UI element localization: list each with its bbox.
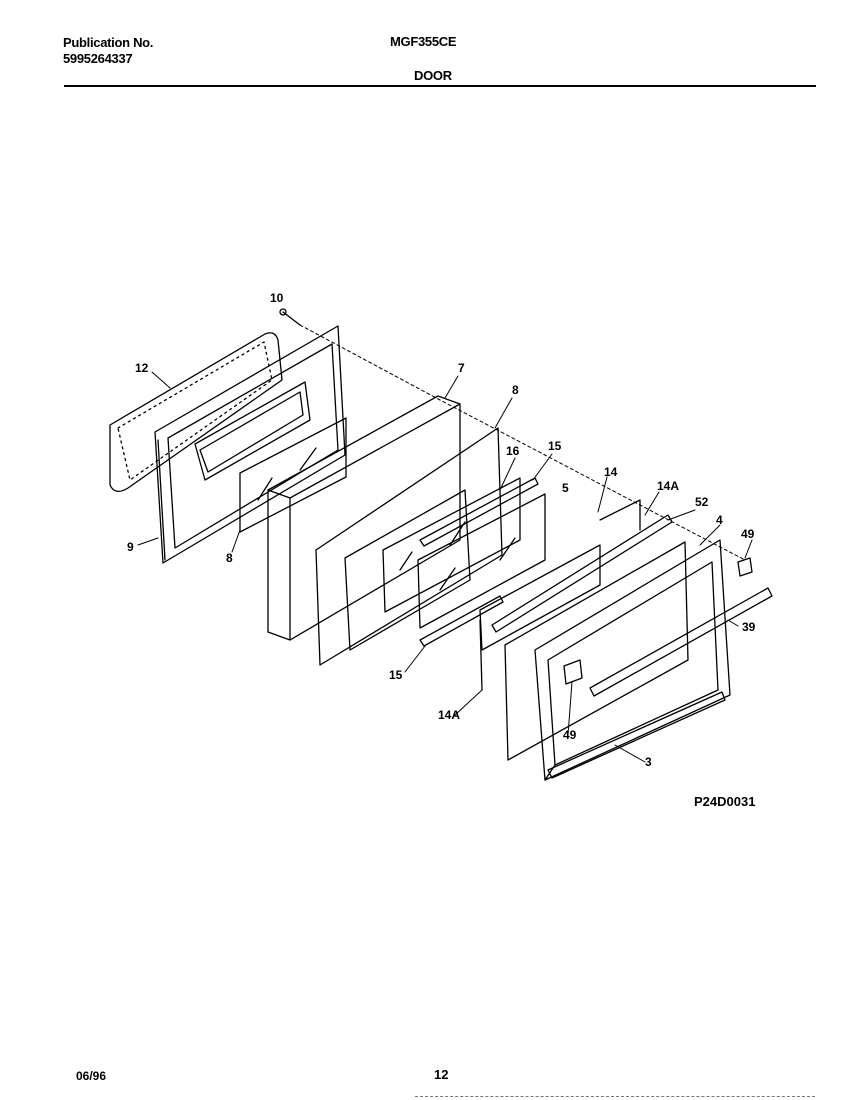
clip-part-15-top bbox=[419, 477, 539, 547]
glass-part-5 bbox=[417, 493, 546, 629]
footer-rule bbox=[415, 1096, 815, 1097]
callout-15-lower: 15 bbox=[389, 668, 403, 682]
screw-part-10 bbox=[279, 308, 301, 326]
page-number: 12 bbox=[434, 1067, 449, 1082]
callout-12: 12 bbox=[135, 361, 149, 375]
gasket-part-12 bbox=[109, 332, 283, 492]
callout-16: 16 bbox=[506, 444, 520, 458]
spacer-part-14A bbox=[479, 499, 641, 691]
insulation-part-7 bbox=[267, 395, 461, 641]
callout-8-lower: 8 bbox=[226, 551, 233, 565]
leader-lines bbox=[137, 371, 753, 763]
inner-panel-part-8-right bbox=[315, 427, 503, 666]
publication-number: 5995264337 bbox=[63, 51, 133, 66]
bottom-trim-part-3 bbox=[547, 691, 726, 779]
header-rule bbox=[64, 85, 816, 87]
inner-liner-part-9 bbox=[154, 325, 346, 564]
section-title: DOOR bbox=[414, 68, 452, 83]
callout-14A-upper: 14A bbox=[657, 479, 679, 493]
diagram-code: P24D0031 bbox=[694, 794, 756, 809]
callout-39: 39 bbox=[742, 620, 756, 634]
door-handle bbox=[589, 587, 773, 697]
callout-49-upper: 49 bbox=[741, 527, 755, 541]
footer-date: 06/96 bbox=[76, 1069, 107, 1083]
callout-3: 3 bbox=[645, 755, 652, 769]
callout-15-upper: 15 bbox=[548, 439, 562, 453]
panel-part-14 bbox=[479, 544, 601, 651]
callout-9: 9 bbox=[127, 540, 134, 554]
callout-4: 4 bbox=[716, 513, 723, 527]
outer-glass-part-4 bbox=[504, 541, 689, 761]
callout-14A-lower: 14A bbox=[438, 708, 460, 722]
callout-14: 14 bbox=[604, 465, 618, 479]
clip-part-15-bottom bbox=[419, 595, 504, 647]
callout-10: 10 bbox=[270, 291, 284, 305]
alignment-line bbox=[299, 324, 746, 561]
callout-8-upper: 8 bbox=[512, 383, 519, 397]
callout-52: 52 bbox=[695, 495, 709, 509]
trim-part-52 bbox=[491, 514, 673, 633]
end-cap-part-49-handle bbox=[563, 659, 583, 685]
outer-door-part-39 bbox=[534, 539, 731, 781]
callout-7: 7 bbox=[458, 361, 465, 375]
end-cap-part-49-right bbox=[737, 557, 753, 577]
model-number: MGF355CE bbox=[390, 34, 457, 49]
publication-label: Publication No. bbox=[63, 35, 154, 50]
callout-5: 5 bbox=[562, 481, 569, 495]
window-glass-part-16 bbox=[382, 477, 521, 613]
callout-49-lower: 49 bbox=[563, 728, 577, 742]
glass-part-8-left bbox=[239, 417, 347, 533]
